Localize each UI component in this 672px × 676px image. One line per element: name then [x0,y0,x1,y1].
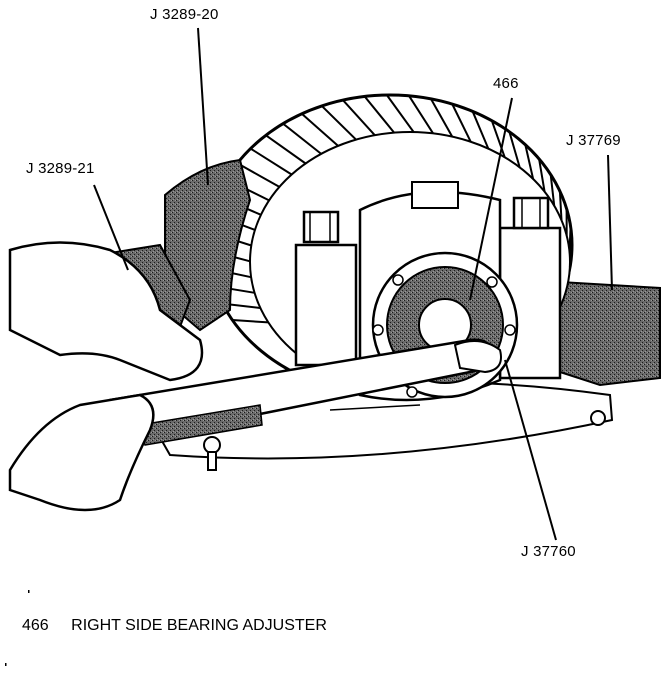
flange-bolt-stud [207,451,217,471]
leader-j37760 [504,359,557,541]
axle-tube-right [559,280,661,387]
bearing-cap-left [294,210,358,367]
leader-466 [469,97,513,301]
legend-description: RIGHT SIDE BEARING ADJUSTER [71,617,327,634]
callout-j3289-20: J 3289-20 [150,6,219,23]
leader-j3289-20 [197,27,209,186]
callout-j37769: J 37769 [566,132,621,149]
flange-bolt [590,410,606,426]
leader-j3289-21 [93,184,129,271]
callout-466: 466 [493,75,519,92]
callout-j3289-21: J 3289-21 [26,160,95,177]
leader-lines [93,27,613,541]
legend-caption: 466 RIGHT SIDE BEARING ADJUSTER [22,617,327,635]
flange-bolt [203,436,221,454]
leader-j37769 [607,154,613,291]
callout-j37760: J 37760 [521,543,576,560]
legend-number: 466 [22,617,49,634]
hand-left [8,241,204,382]
hand-right [8,340,502,512]
